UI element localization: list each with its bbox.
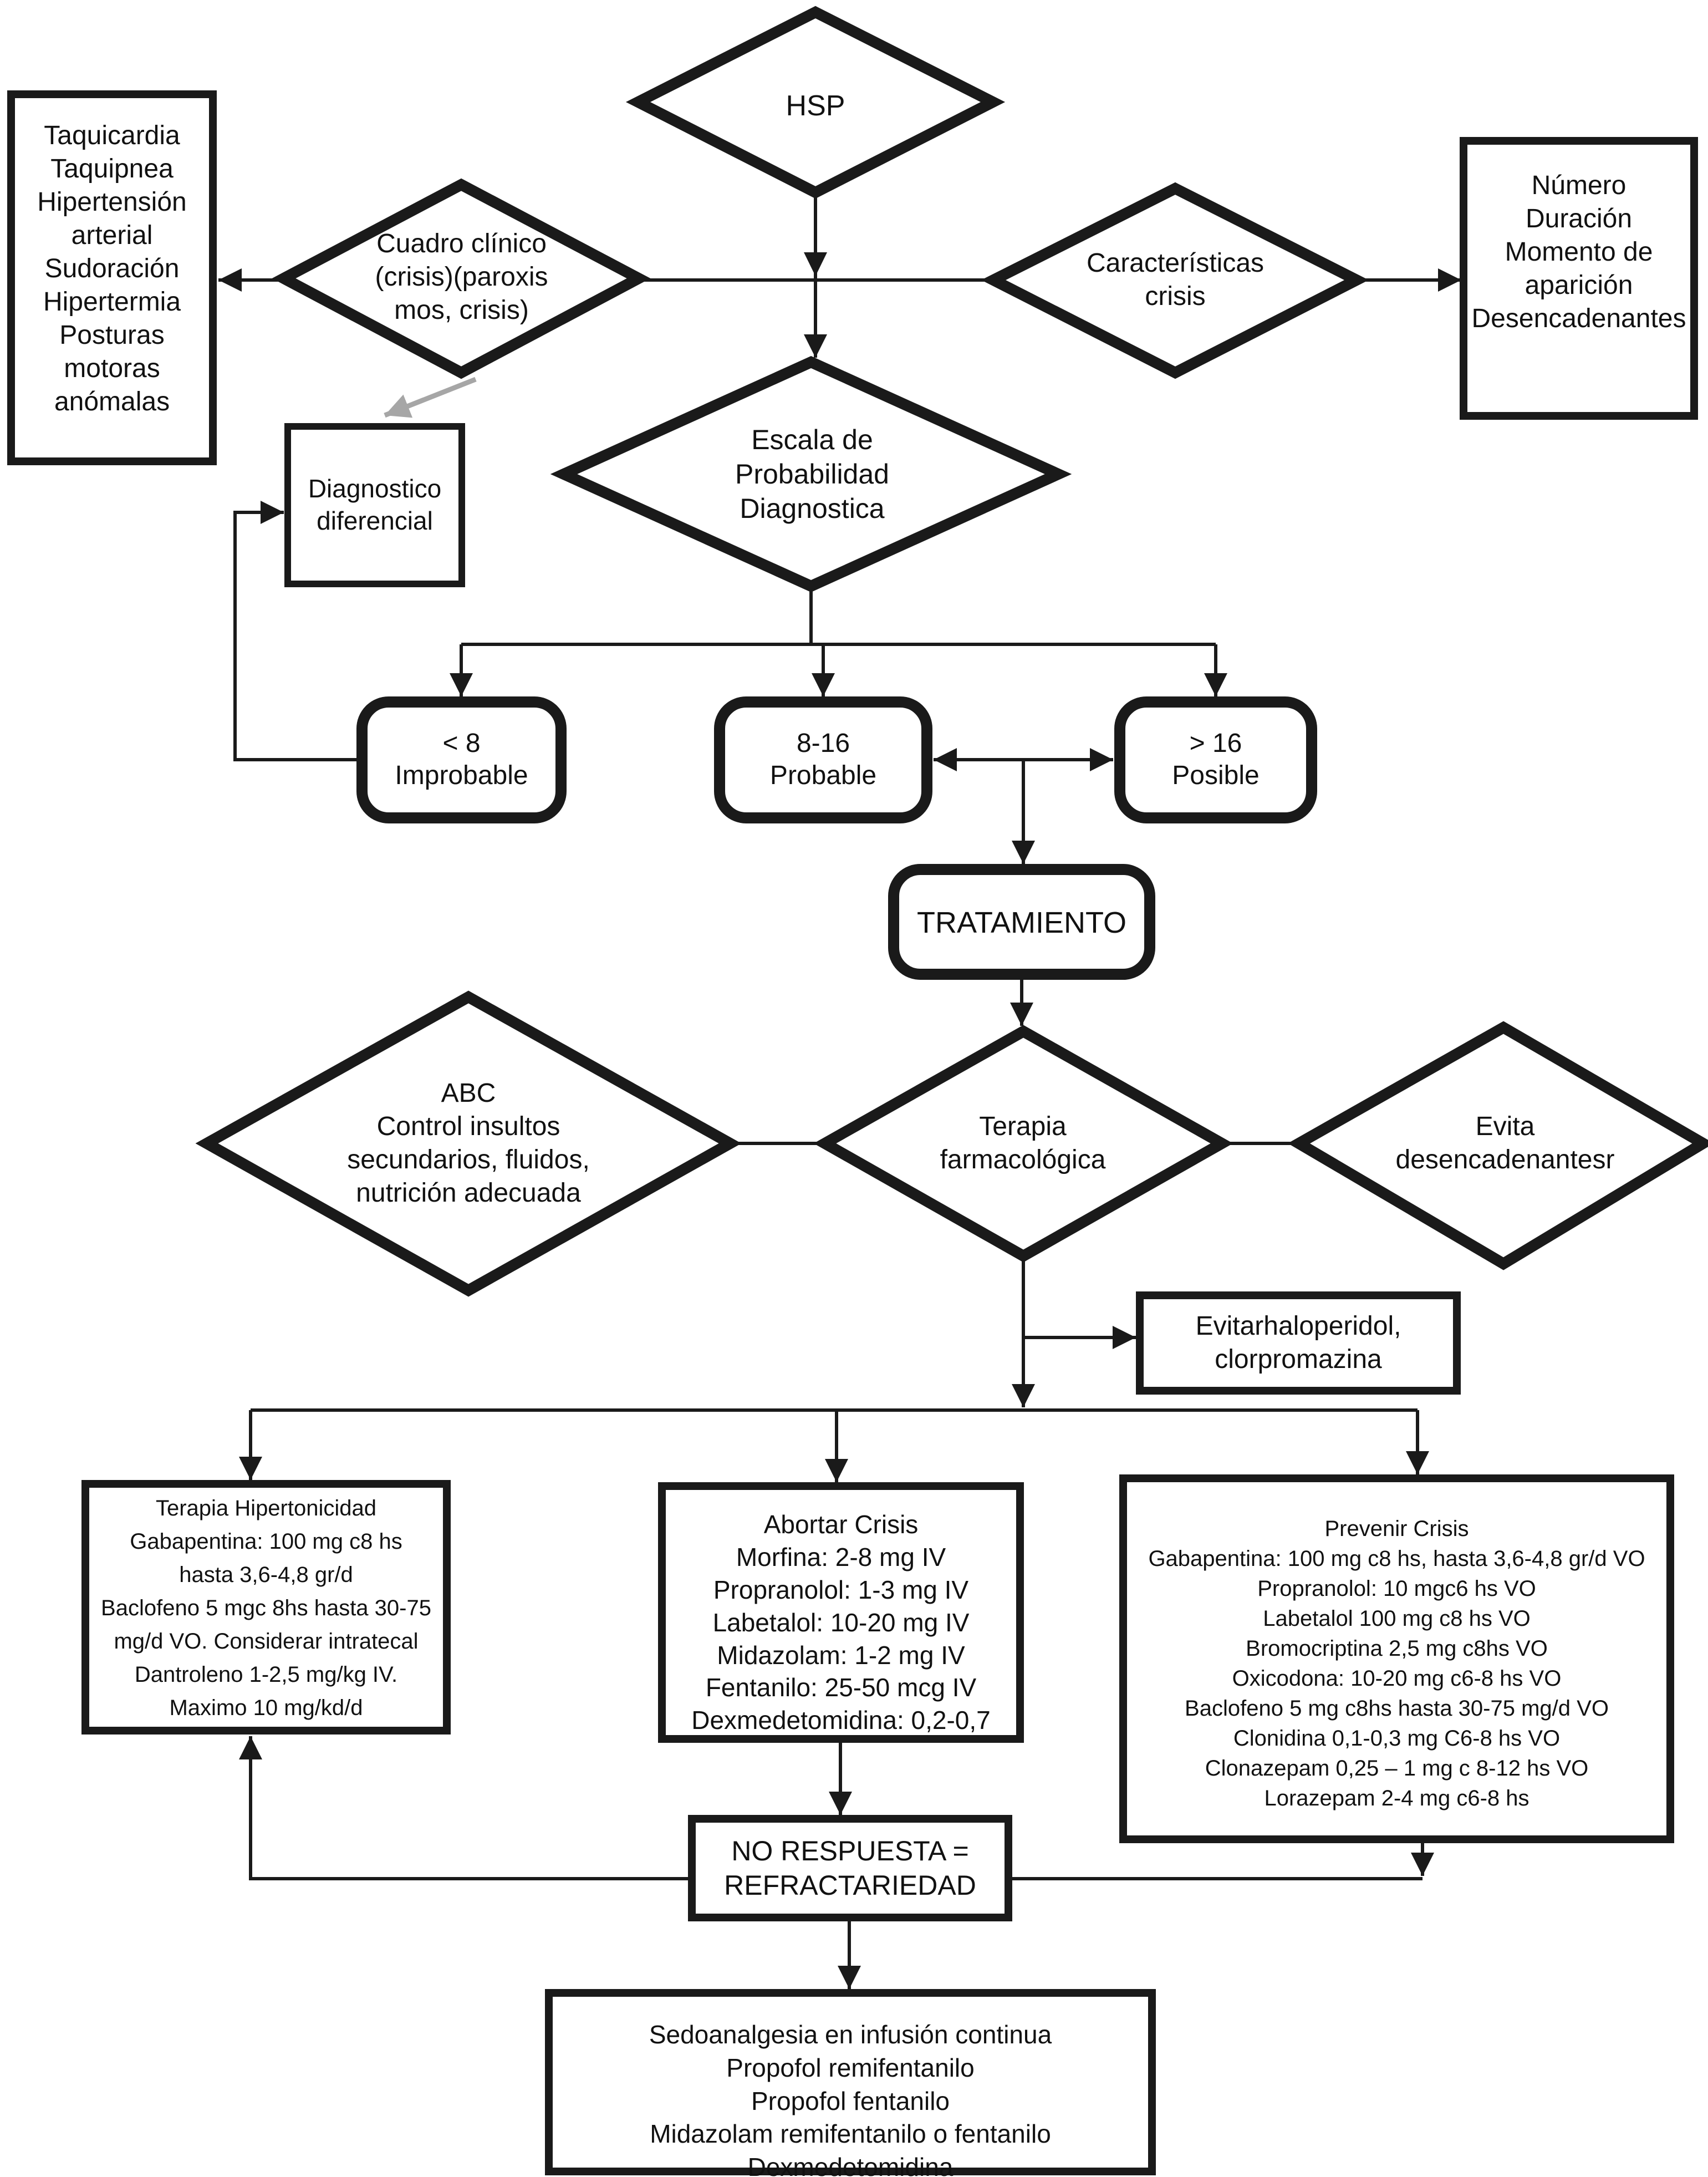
arrow-cuadro-to-diagnostico-gray bbox=[384, 377, 477, 418]
no-respuesta-box bbox=[688, 1815, 1012, 1921]
arrow-norespuesta-to-terapia-hipertonicidad bbox=[239, 1736, 688, 1880]
caracteristicas-crisis-label: Características crisis bbox=[1086, 248, 1265, 311]
tratamiento-roundbox bbox=[888, 864, 1155, 980]
hsp-label: HSP bbox=[786, 90, 845, 122]
abc-diamond bbox=[195, 990, 742, 1297]
diagnostico-diferencial-box bbox=[284, 423, 465, 587]
no-respuesta-label: NO RESPUESTA = REFRACTARIEDAD bbox=[724, 1835, 976, 1901]
evitar-haloperidol-label: Evitarhaloperidol, clorpromazina bbox=[1195, 1311, 1401, 1374]
escala-label: Escala de Probabilidad Diagnostica bbox=[735, 424, 889, 524]
evita-desencadenantes-label: Evita desencadenantesr bbox=[1395, 1112, 1615, 1174]
prevenir-crisis-box bbox=[1119, 1474, 1674, 1843]
arrow-improbable-to-diagnostico bbox=[233, 501, 356, 761]
terapia-farmacologica-label: Terapia farmacológica bbox=[940, 1112, 1106, 1174]
probable-roundbox bbox=[714, 696, 932, 823]
symptoms-box bbox=[7, 90, 217, 465]
cuadro-clinico-label: Cuadro clínico (crisis)(paroxis mos, cri… bbox=[375, 229, 548, 325]
improbable-label: < 8 Improbable bbox=[395, 729, 528, 791]
terapia-farmacologica-diamond bbox=[813, 1025, 1233, 1263]
crisis-features-label: Número Duración Momento de aparición Des… bbox=[1471, 171, 1686, 333]
sedoanalgesia-box bbox=[545, 1989, 1156, 2175]
sedoanalgesia-label: Sedoanalgesia en infusión continua Propo… bbox=[649, 2020, 1052, 2177]
diagnostico-diferencial-label: Diagnostico diferencial bbox=[308, 474, 442, 535]
probable-label: 8-16 Probable bbox=[769, 729, 877, 791]
terapia-hipertonicidad-box bbox=[81, 1480, 451, 1735]
hsp-diamond bbox=[625, 6, 1006, 199]
tratamiento-label: TRATAMIENTO bbox=[917, 906, 1126, 939]
posible-roundbox bbox=[1114, 696, 1317, 823]
terapia-hipertonicidad-label: Terapia Hipertonicidad Gabapentina: 100 … bbox=[101, 1496, 431, 1720]
evita-desencadenantes-diamond bbox=[1287, 1021, 1708, 1270]
improbable-roundbox bbox=[356, 696, 567, 823]
abortar-crisis-label: Abortar Crisis Morfina: 2-8 mg IV Propra… bbox=[691, 1510, 991, 1735]
crisis-features-box bbox=[1460, 137, 1698, 420]
arrowhead-hsp-junction bbox=[804, 252, 827, 276]
posible-label: > 16 Posible bbox=[1172, 729, 1260, 791]
prevenir-crisis-label: Prevenir Crisis Gabapentina: 100 mg c8 h… bbox=[1148, 1517, 1645, 1810]
evitar-haloperidol-box bbox=[1136, 1291, 1461, 1395]
symptoms-label: Taquicardia Taquipnea Hipertensión arter… bbox=[37, 121, 187, 416]
cuadro-clinico-diamond bbox=[272, 178, 651, 379]
abortar-crisis-box bbox=[658, 1482, 1024, 1743]
abc-label: ABC Control insultos secundarios, fluido… bbox=[347, 1079, 590, 1208]
escala-diamond bbox=[550, 356, 1072, 592]
caracteristicas-crisis-diamond bbox=[981, 182, 1369, 379]
